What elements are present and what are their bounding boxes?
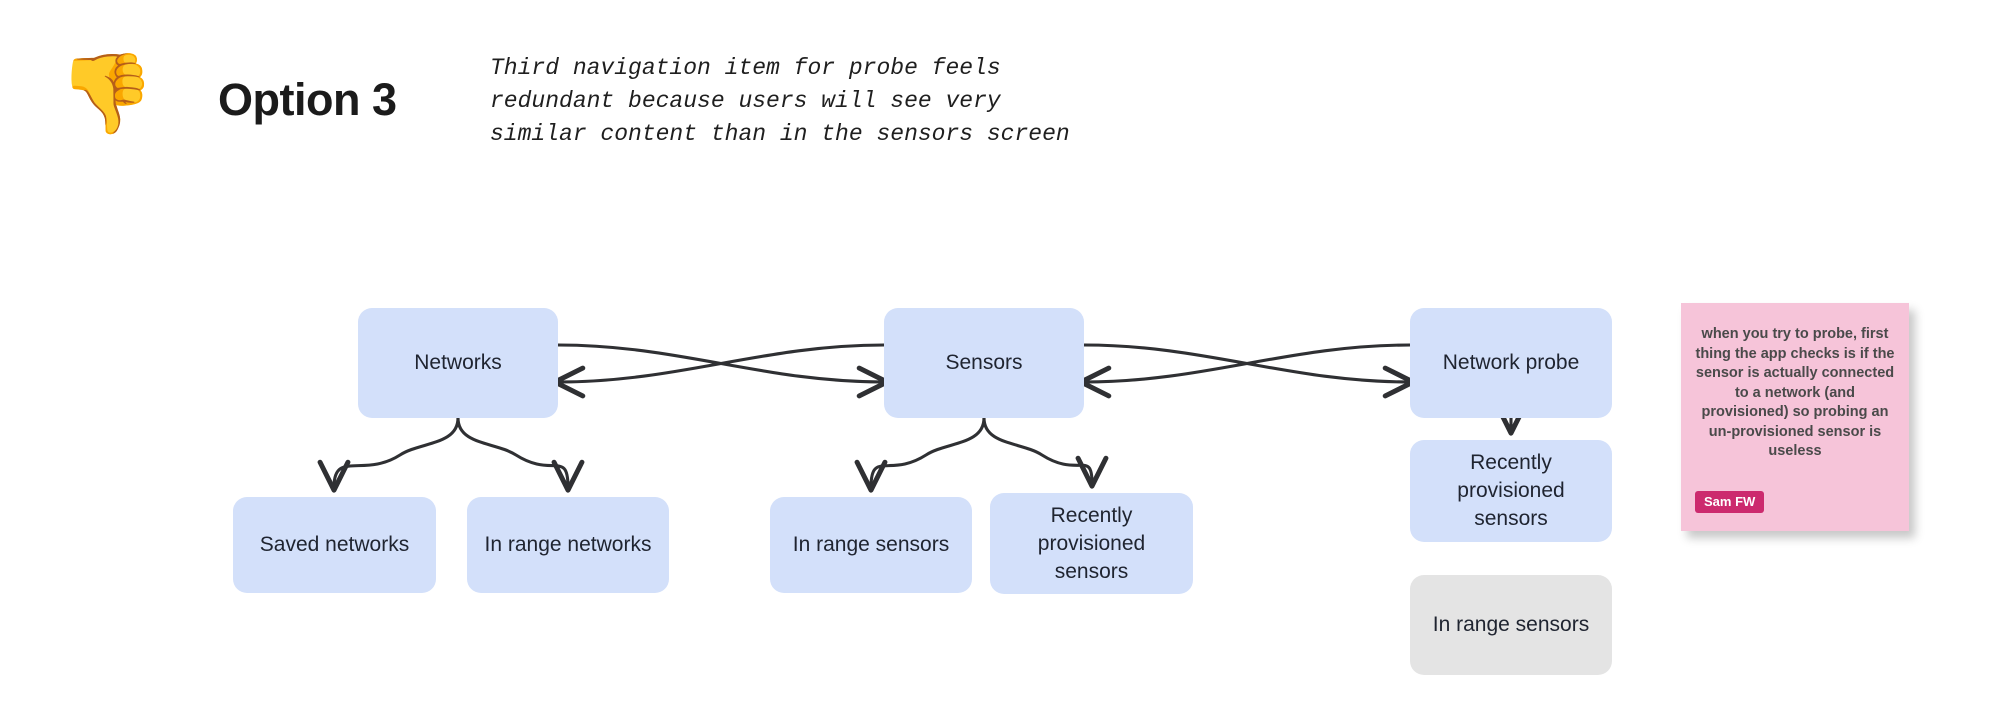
diagram-node-recently-provisioned-sensors-probe[interactable]: Recently provisioned sensors (1410, 440, 1612, 542)
diagram-node-recently-provisioned-sensors[interactable]: Recently provisioned sensors (990, 493, 1193, 594)
node-label: Networks (414, 351, 502, 374)
header: 👎 Option 3 Third navigation item for pro… (0, 0, 1994, 170)
sticky-note-author-badge: Sam FW (1695, 491, 1765, 513)
node-label: Recently provisioned sensors (1037, 503, 1146, 583)
node-label: Recently provisioned sensors (1457, 451, 1565, 530)
edge-networks-to-sensors (556, 343, 890, 399)
edge-sensors-to-network-probe (1082, 343, 1416, 399)
sticky-note-text: when you try to probe, first thing the a… (1695, 326, 1895, 459)
node-label: In range sensors (792, 533, 950, 556)
node-label: Sensors (945, 351, 1023, 374)
diagram-node-in-range-sensors[interactable]: In range sensors (770, 497, 972, 593)
node-label: Saved networks (259, 533, 410, 556)
page-title: Option 3 (218, 74, 397, 125)
node-label: Network probe (1442, 351, 1580, 374)
edge-sensors-to-networks (552, 343, 886, 399)
header-annotation-text: Third navigation item for probe feels re… (490, 55, 1070, 147)
diagram-node-saved-networks[interactable]: Saved networks (233, 497, 436, 593)
edge-networks-to-saved-networks (317, 416, 460, 493)
diagram-node-in-range-sensors-probe[interactable]: In range sensors (1410, 575, 1612, 675)
edge-network-probe-to-sensors (1078, 343, 1412, 399)
edge-sensors-to-in-range-sensors (854, 416, 986, 493)
diagram-node-sensors[interactable]: Sensors (884, 308, 1084, 418)
thumbs-down-icon: 👎 (58, 49, 156, 137)
node-label: In range networks (484, 533, 652, 556)
edge-sensors-to-recently-provisioned-sensors (982, 416, 1109, 489)
sticky-note[interactable]: when you try to probe, first thing the a… (1681, 303, 1909, 531)
diagram-node-network-probe[interactable]: Network probe (1410, 308, 1612, 418)
diagram-node-networks[interactable]: Networks (358, 308, 558, 418)
diagram-node-in-range-networks[interactable]: In range networks (467, 497, 669, 593)
node-label: In range sensors (1432, 613, 1590, 636)
edge-networks-to-in-range-networks (456, 416, 585, 493)
